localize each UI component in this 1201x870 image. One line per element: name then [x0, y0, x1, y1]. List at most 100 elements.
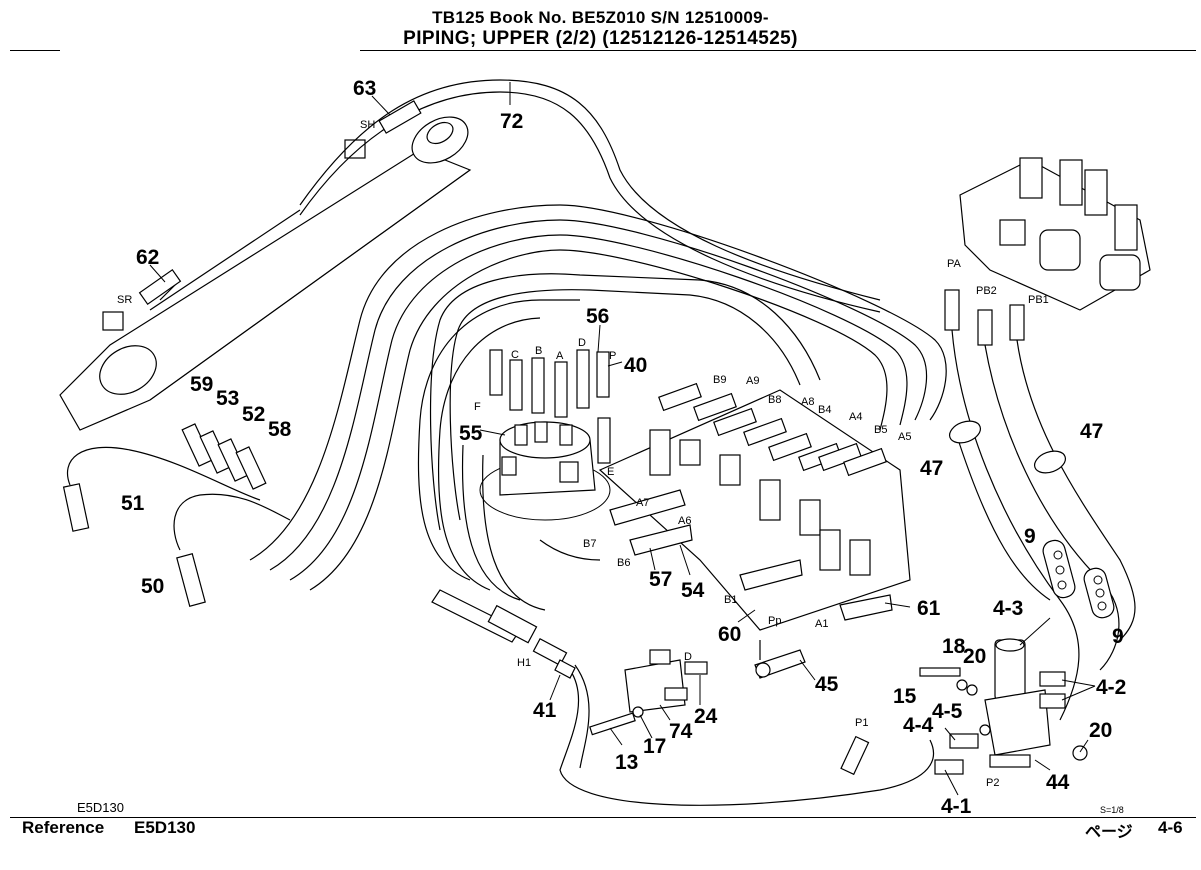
part-number-17: 17 — [643, 735, 666, 758]
part-number-52: 52 — [242, 403, 265, 426]
part-number-74: 74 — [669, 720, 693, 743]
port-label-h1: H1 — [517, 657, 531, 669]
port-label-c: C — [511, 349, 519, 361]
port-label-a6: A6 — [678, 515, 691, 527]
part-number-63: 63 — [353, 77, 376, 100]
bolt-15 — [919, 667, 961, 677]
fitting-50 — [176, 553, 206, 607]
part-number-13: 13 — [615, 751, 638, 774]
part-number-20-bottom: 20 — [1089, 719, 1112, 742]
port-label-a8: A8 — [801, 396, 814, 408]
port-label-d: D — [578, 337, 586, 349]
washer-20-b — [1072, 745, 1088, 761]
swivel-fittings — [489, 349, 611, 464]
port-label-pb1: PB1 — [1028, 294, 1049, 306]
port-label-a1: A1 — [815, 618, 828, 630]
part-number-54: 54 — [681, 579, 705, 602]
footer-reference-label: Reference — [22, 818, 105, 837]
swivel-joint — [479, 421, 611, 521]
port-label-b4: B4 — [818, 404, 831, 416]
port-label-f: F — [474, 401, 481, 413]
footer-small-code: E5D130 — [77, 800, 124, 815]
part-number-15: 15 — [893, 685, 917, 708]
header-rule-right — [1150, 50, 1196, 51]
part-number-60: 60 — [718, 623, 741, 646]
port-label-e: E — [607, 466, 614, 478]
solenoid-valve — [934, 638, 1066, 775]
clamp-47-right — [1033, 450, 1067, 474]
port-label-a7: A7 — [636, 497, 649, 509]
part-number-4-2: 4-2 — [1096, 676, 1126, 699]
port-label-b9: B9 — [713, 374, 726, 386]
port-label-p1: P1 — [855, 717, 868, 729]
part-number-40: 40 — [624, 354, 647, 377]
part-number-72: 72 — [500, 110, 523, 133]
pilot-valve — [944, 157, 1151, 346]
part-number-62: 62 — [136, 246, 159, 269]
hose-51 — [66, 446, 261, 501]
part-number-57: 57 — [649, 568, 672, 591]
part-number-4-1: 4-1 — [941, 795, 972, 818]
port-label-b8: B8 — [768, 394, 781, 406]
hose-bundle — [249, 204, 947, 611]
port-label-a: A — [556, 350, 564, 362]
port-label-pa: PA — [947, 258, 962, 270]
part-number-20-top: 20 — [963, 645, 986, 668]
fitting-63 — [378, 100, 422, 134]
port-label-a5: A5 — [898, 431, 911, 443]
port-label-p: P — [609, 350, 616, 362]
footer-page-label: ページ — [1085, 824, 1133, 841]
oring-4-5 — [979, 724, 991, 736]
part-number-55: 55 — [459, 422, 483, 445]
swing-cylinder-41 — [431, 589, 576, 679]
part-number-9-right: 9 — [1112, 625, 1124, 648]
footer-rule — [10, 817, 1196, 818]
header-rule-main — [360, 50, 1150, 51]
control-valve — [598, 389, 911, 631]
boom-cylinder — [59, 116, 472, 431]
header-rule-left — [10, 50, 60, 51]
clamp-47-left — [948, 420, 982, 444]
part-number-47-right: 47 — [1080, 420, 1103, 443]
footer-scale: S=1/8 — [1100, 805, 1124, 815]
part-number-53: 53 — [216, 387, 239, 410]
washer-17 — [632, 706, 644, 718]
clamp-plate-9-a — [1042, 539, 1076, 599]
port-label-pb2: PB2 — [976, 285, 997, 297]
fitting-51 — [62, 483, 90, 532]
part-number-4-5: 4-5 — [932, 700, 963, 723]
port-label-a9: A9 — [746, 375, 759, 387]
part-number-56: 56 — [586, 305, 609, 328]
part-number-61: 61 — [917, 597, 941, 620]
port-label-sr: SR — [117, 294, 132, 306]
part-number-18: 18 — [942, 635, 966, 658]
port-label-sh: SH — [360, 119, 375, 131]
washer-20 — [966, 684, 978, 696]
part-number-41: 41 — [533, 699, 557, 722]
part-number-58: 58 — [268, 418, 292, 441]
footer-reference-code: E5D130 — [134, 818, 196, 837]
part-number-24: 24 — [694, 705, 718, 728]
washer-18 — [956, 679, 968, 691]
port-label-b: B — [535, 345, 542, 357]
fitting-62 — [138, 268, 182, 306]
fittings-59-53-52-58 — [181, 423, 267, 490]
port-label-a4: A4 — [849, 411, 862, 423]
port-label-p2: P2 — [986, 777, 999, 789]
valve-port-fittings — [658, 382, 887, 477]
port-label-pp: Pp — [768, 615, 781, 627]
part-number-9-left: 9 — [1024, 525, 1036, 548]
fitting-p1 — [840, 735, 870, 776]
bolt-13 — [589, 712, 636, 736]
clamp-plate-9-b — [1083, 567, 1115, 619]
page-title: PIPING; UPPER (2/2) (12512126-12514525) — [403, 28, 798, 49]
port-label-b1: B1 — [724, 594, 737, 606]
part-number-59: 59 — [190, 373, 213, 396]
footer-page-number: 4-6 — [1158, 818, 1183, 837]
valve-block-74 — [624, 649, 708, 713]
part-number-47-left: 47 — [920, 457, 943, 480]
port-label-b6: B6 — [617, 557, 630, 569]
part-number-45: 45 — [815, 673, 839, 696]
hose-50 — [173, 493, 291, 551]
